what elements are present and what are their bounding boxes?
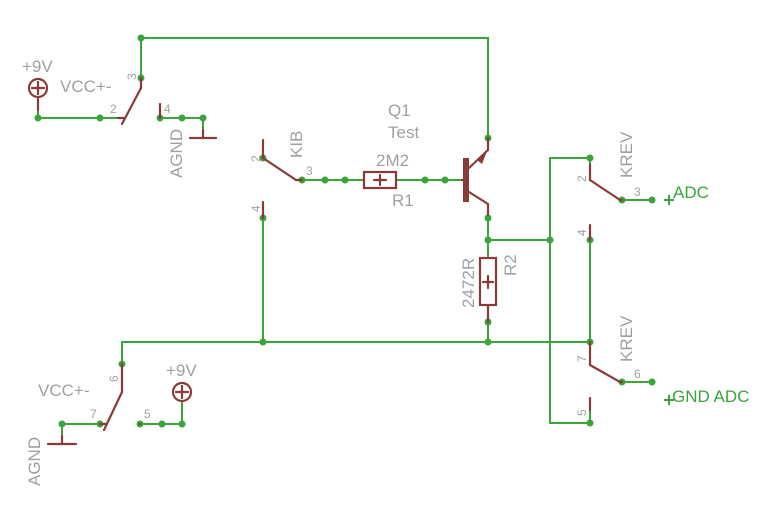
- pin-krev-top-2: 2: [575, 175, 589, 182]
- wire-ground-bus: [121, 341, 591, 365]
- switch-krev-bottom: KREV 7 6 5: [575, 315, 641, 416]
- gnd-adc-label: GND ADC: [672, 387, 749, 406]
- pin-kib-3: 3: [306, 164, 313, 178]
- switch-bottom-label: VCC+-: [38, 381, 89, 400]
- krev-top-label: KREV: [617, 131, 636, 178]
- r2-name-label: R2: [501, 254, 520, 276]
- pin-kib-4: 4: [249, 205, 263, 212]
- supply-bottom-label: +9V: [166, 361, 197, 380]
- net-adc: ADC: [664, 183, 709, 205]
- net-gnd-adc: GND ADC: [664, 387, 749, 406]
- switch-kib: KIB 2 3 4: [249, 131, 313, 220]
- pin-vcc-top-2: 2: [110, 102, 117, 116]
- supply-top-label: +9V: [22, 57, 53, 76]
- wires: [37, 37, 653, 441]
- pin-krev-bot-6: 6: [634, 367, 641, 381]
- junctions: [34, 34, 656, 428]
- pin-krev-bot-5: 5: [575, 409, 589, 416]
- krev-bottom-label: KREV: [617, 315, 636, 362]
- pin-kib-2: 2: [249, 155, 263, 162]
- wire-9v-top: [37, 99, 119, 119]
- transistor-q1: Q1 Test: [388, 101, 490, 217]
- supply-9v-bottom: +9V: [166, 361, 197, 403]
- wire-top-rail: [140, 37, 489, 139]
- q1-name-label: Q1: [388, 101, 411, 120]
- agnd-top-label: AGND: [167, 129, 186, 178]
- pin-vcc-bot-6: 6: [107, 375, 121, 382]
- kib-label: KIB: [287, 131, 306, 158]
- switch-krev-top: KREV 2 3 4: [575, 131, 641, 242]
- ground-agnd-top: AGND: [167, 129, 218, 178]
- switch-vcc-top: VCC+- 3 2 4: [60, 73, 171, 126]
- pin-krev-bot-7: 7: [575, 355, 589, 362]
- r2-value-label: 2472R: [459, 258, 478, 308]
- wire-agnd-bottom: [61, 423, 101, 441]
- resistor-r1: 2M2 R1: [362, 151, 414, 210]
- pin-vcc-bot-5: 5: [144, 407, 151, 421]
- r1-name-label: R1: [392, 191, 414, 210]
- switch-vcc-bottom: VCC+- 6 7 5: [38, 362, 151, 432]
- pin-vcc-top-3: 3: [125, 73, 139, 80]
- q1-value-label: Test: [388, 123, 419, 142]
- ground-agnd-bottom: AGND: [25, 434, 78, 486]
- pin-krev-top-3: 3: [634, 185, 641, 199]
- switch-top-label: VCC+-: [60, 77, 111, 96]
- adc-label: ADC: [673, 183, 709, 202]
- wire-right-bus: [549, 157, 591, 424]
- pin-krev-top-4: 4: [575, 229, 589, 236]
- agnd-bottom-label: AGND: [25, 437, 44, 486]
- pin-vcc-top-4: 4: [164, 102, 171, 116]
- supply-9v-top: +9V: [22, 57, 53, 112]
- resistor-r2: 2472R R2: [459, 254, 520, 324]
- pin-vcc-bot-7: 7: [90, 407, 97, 421]
- r1-value-label: 2M2: [376, 151, 409, 170]
